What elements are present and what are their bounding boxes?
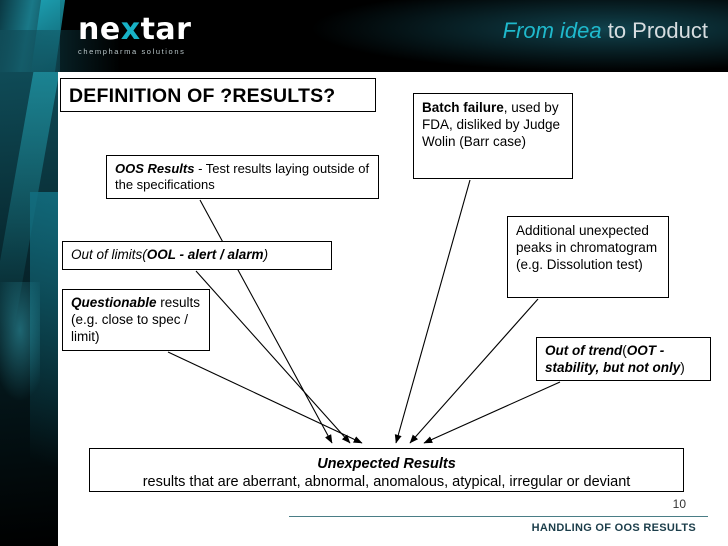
unexpected-results-description: results that are aberrant, abnormal, ano…	[142, 474, 631, 491]
footer-title: HANDLING OF OOS RESULTS	[531, 522, 696, 534]
header-decoration-fade	[0, 30, 120, 72]
page-title: DEFINITION OF ?RESULTS?	[60, 78, 376, 112]
unexpected-results-box: Unexpected Results results that are aber…	[89, 448, 684, 492]
out-of-trend-inner: OOT - stability, but not only	[545, 343, 681, 375]
page-number: 10	[672, 497, 686, 511]
out-of-limits-inner: OOL - alert / alarm	[146, 247, 264, 262]
batch-failure-term: Batch failure	[422, 100, 504, 115]
batch-failure-text: , used by FDA, disliked by Judge Wolin (…	[422, 100, 561, 149]
nextar-logo: nextar chempharma solutions	[78, 14, 268, 62]
header-tagline-emphasis: From idea	[502, 18, 602, 43]
logo-tagline: chempharma solutions	[78, 47, 186, 56]
out-of-trend-paren-close: )	[680, 359, 685, 375]
out-of-limits-paren-close: )	[263, 247, 269, 262]
out-of-trend-paren-open: (	[622, 343, 627, 358]
left-decoration-d	[0, 282, 40, 402]
questionable-results-box: Questionable results (e.g. close to spec…	[62, 289, 210, 351]
logo-word-accent: x	[120, 12, 141, 47]
footer-divider	[289, 516, 708, 517]
oos-results-text: - Test results laying outside of the spe…	[115, 161, 370, 193]
header-decoration-glow	[308, 0, 728, 72]
header-tagline-rest: to Product	[601, 18, 708, 43]
unexpected-results-title: Unexpected Results	[317, 456, 456, 472]
logo-wordmark: nextar	[78, 14, 268, 46]
oos-results-box: OOS Results - Test results laying outsid…	[106, 155, 379, 199]
oos-results-term: OOS Results	[115, 161, 195, 176]
out-of-trend-box: Out of trend(OOT - stability, but not on…	[536, 337, 711, 381]
out-of-limits-box: Out of limits(OOL - alert / alarm)	[62, 241, 332, 270]
questionable-term: Questionable	[71, 295, 157, 310]
out-of-limits-paren-open: (	[142, 247, 147, 262]
additional-peaks-box: Additional unexpected peaks in chromatog…	[507, 216, 669, 298]
left-decoration-c	[30, 192, 58, 546]
questionable-text: results (e.g. close to spec / limit)	[71, 295, 201, 344]
logo-word-pre: ne	[78, 12, 121, 47]
header-band: nextar chempharma solutions From idea to…	[0, 0, 728, 72]
out-of-limits-term: Out of limits	[71, 247, 143, 262]
logo-word-post: tar	[140, 12, 192, 47]
out-of-trend-term: Out of trend	[545, 343, 623, 358]
batch-failure-box: Batch failure, used by FDA, disliked by …	[413, 93, 573, 179]
header-tagline: From idea to Product	[503, 18, 708, 44]
left-decoration-column	[0, 72, 58, 546]
